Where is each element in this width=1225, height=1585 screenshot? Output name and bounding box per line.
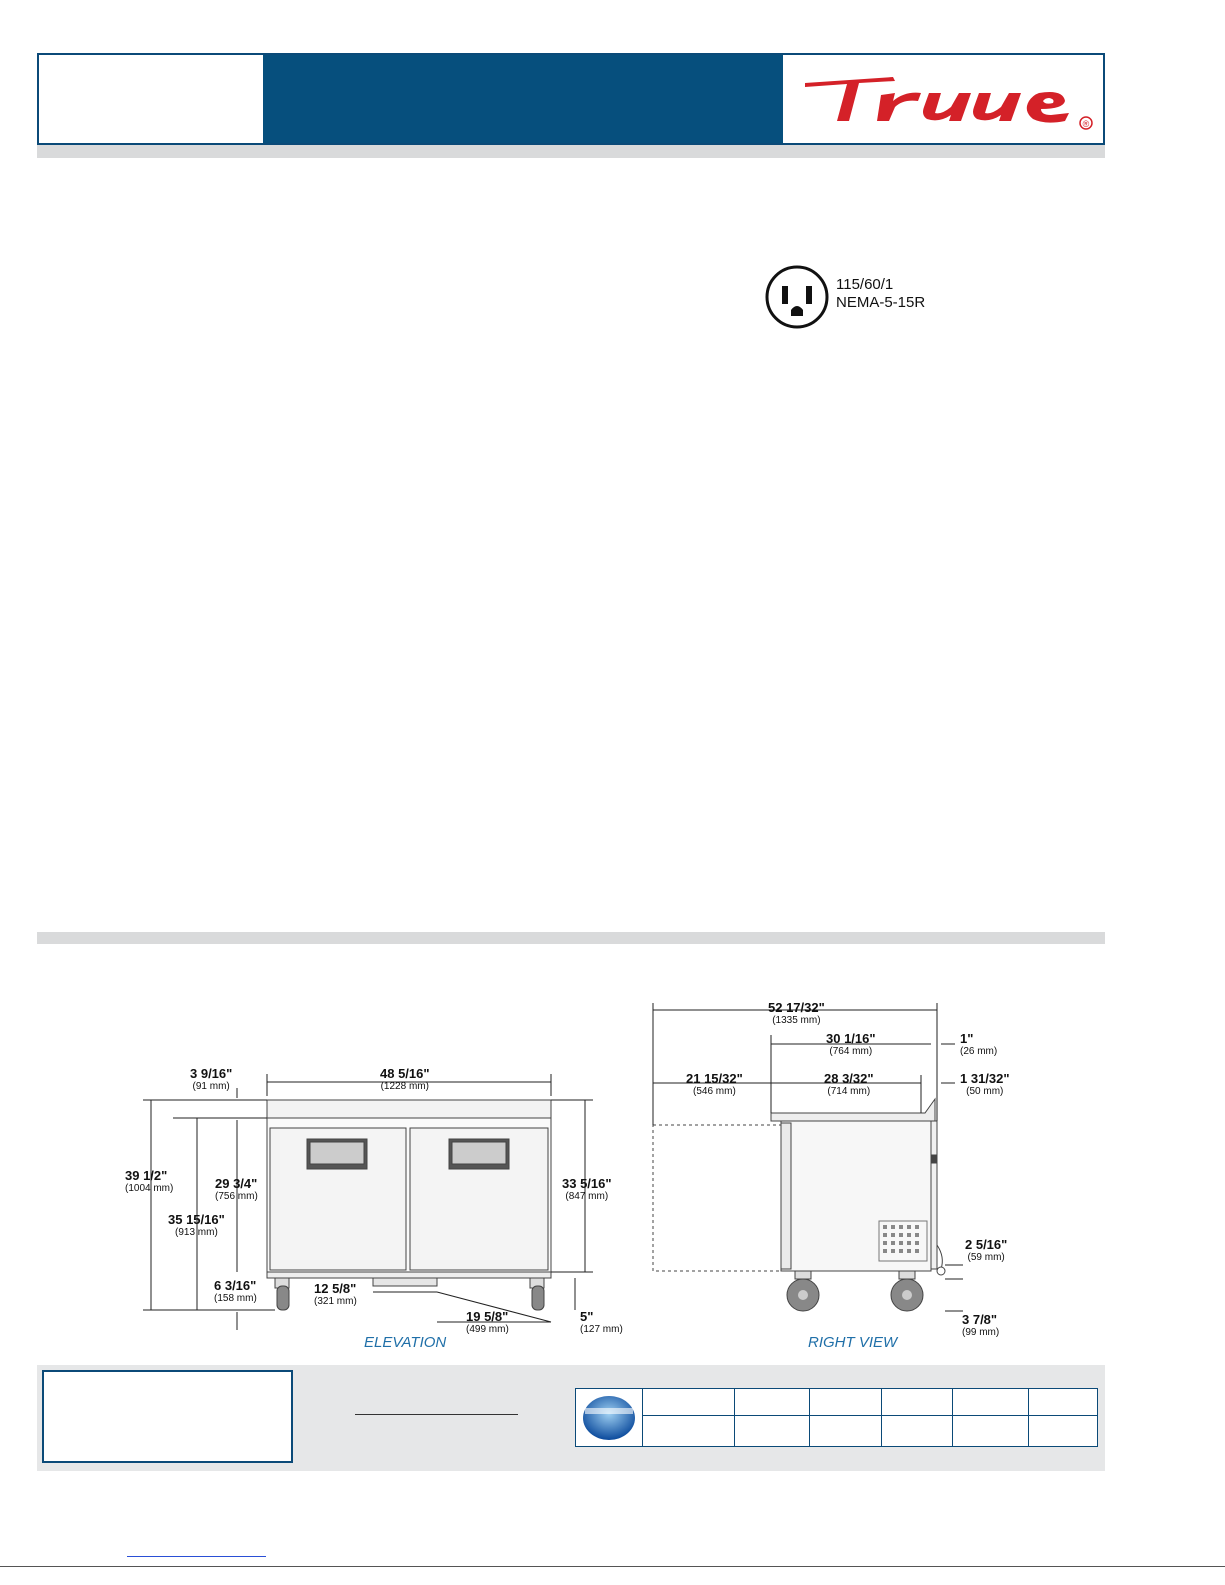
- right-view-drawing: [652, 1003, 963, 1312]
- brand-logo: ®: [783, 55, 1103, 143]
- kcl-cell: [808, 1388, 883, 1416]
- kcl-cell: [1028, 1388, 1098, 1416]
- dim-caster-r: 3 7/8"(99 mm): [962, 1312, 1000, 1338]
- dim-work-height: 35 15/16"(913 mm): [168, 1212, 225, 1238]
- right-view-label: RIGHT VIEW: [808, 1334, 898, 1351]
- footer-info-box: [42, 1370, 293, 1463]
- dim-grille-offset: 19 5/8"(499 mm): [466, 1309, 509, 1335]
- elevation-drawing: [143, 1074, 593, 1330]
- kcl-cell: [951, 1415, 1030, 1447]
- header-title-band: [263, 55, 783, 143]
- kcl-cell: [881, 1388, 953, 1416]
- true-logo-icon: ®: [805, 77, 1093, 130]
- kcl-cell: [734, 1415, 810, 1447]
- kcl-cell: [881, 1415, 953, 1447]
- kcl-cell: [951, 1388, 1030, 1416]
- dim-back-gap: 1"(26 mm): [960, 1031, 998, 1057]
- signature-line: [355, 1414, 518, 1415]
- dim-cord: 2 5/16"(59 mm): [965, 1237, 1008, 1263]
- page-bottom-rule: [0, 1566, 1225, 1567]
- footer-link[interactable]: [127, 1556, 266, 1557]
- dim-overall-height: 39 1/2"(1004 mm): [125, 1168, 174, 1194]
- kcl-cell: [641, 1388, 736, 1416]
- dim-width: 48 5/16"(1228 mm): [380, 1066, 430, 1092]
- plug-type-text: NEMA-5-15R: [836, 294, 926, 311]
- dim-right-height: 33 5/16"(847 mm): [562, 1176, 612, 1202]
- header-underbar: [37, 145, 1105, 158]
- dim-grille-width: 12 5/8"(321 mm): [314, 1281, 357, 1307]
- dim-top-gap: 3 9/16"(91 mm): [190, 1066, 233, 1092]
- electrical-spec: 115/60/1 NEMA-5-15R: [836, 276, 925, 312]
- nema-plug-icon: [765, 265, 829, 329]
- voltage-text: 115/60/1: [836, 276, 894, 293]
- dim-depth-b: 28 3/32"(714 mm): [824, 1071, 874, 1097]
- dim-overall-depth: 52 17/32"(1335 mm): [768, 1000, 825, 1026]
- elevation-label: ELEVATION: [364, 1334, 447, 1351]
- dim-caster-height: 6 3/16"(158 mm): [214, 1278, 257, 1304]
- dim-door-height: 29 3/4"(756 mm): [215, 1176, 258, 1202]
- registered-mark: ®: [1083, 119, 1090, 129]
- dim-caster: 5"(127 mm): [580, 1309, 623, 1335]
- dim-depth-a: 30 1/16"(764 mm): [826, 1031, 876, 1057]
- kcl-cell: [641, 1415, 736, 1447]
- kcl-globe-icon: [582, 1395, 635, 1440]
- kcl-cell: [734, 1388, 810, 1416]
- section-divider-bar: [37, 932, 1105, 944]
- kcl-logo-cell: [575, 1388, 643, 1447]
- kcl-cell: [1028, 1415, 1098, 1447]
- kcl-table: [575, 1388, 1098, 1447]
- dim-door-swing: 21 15/32"(546 mm): [686, 1071, 743, 1097]
- kcl-cell: [808, 1415, 883, 1447]
- dim-back-b: 1 31/32"(50 mm): [960, 1071, 1010, 1097]
